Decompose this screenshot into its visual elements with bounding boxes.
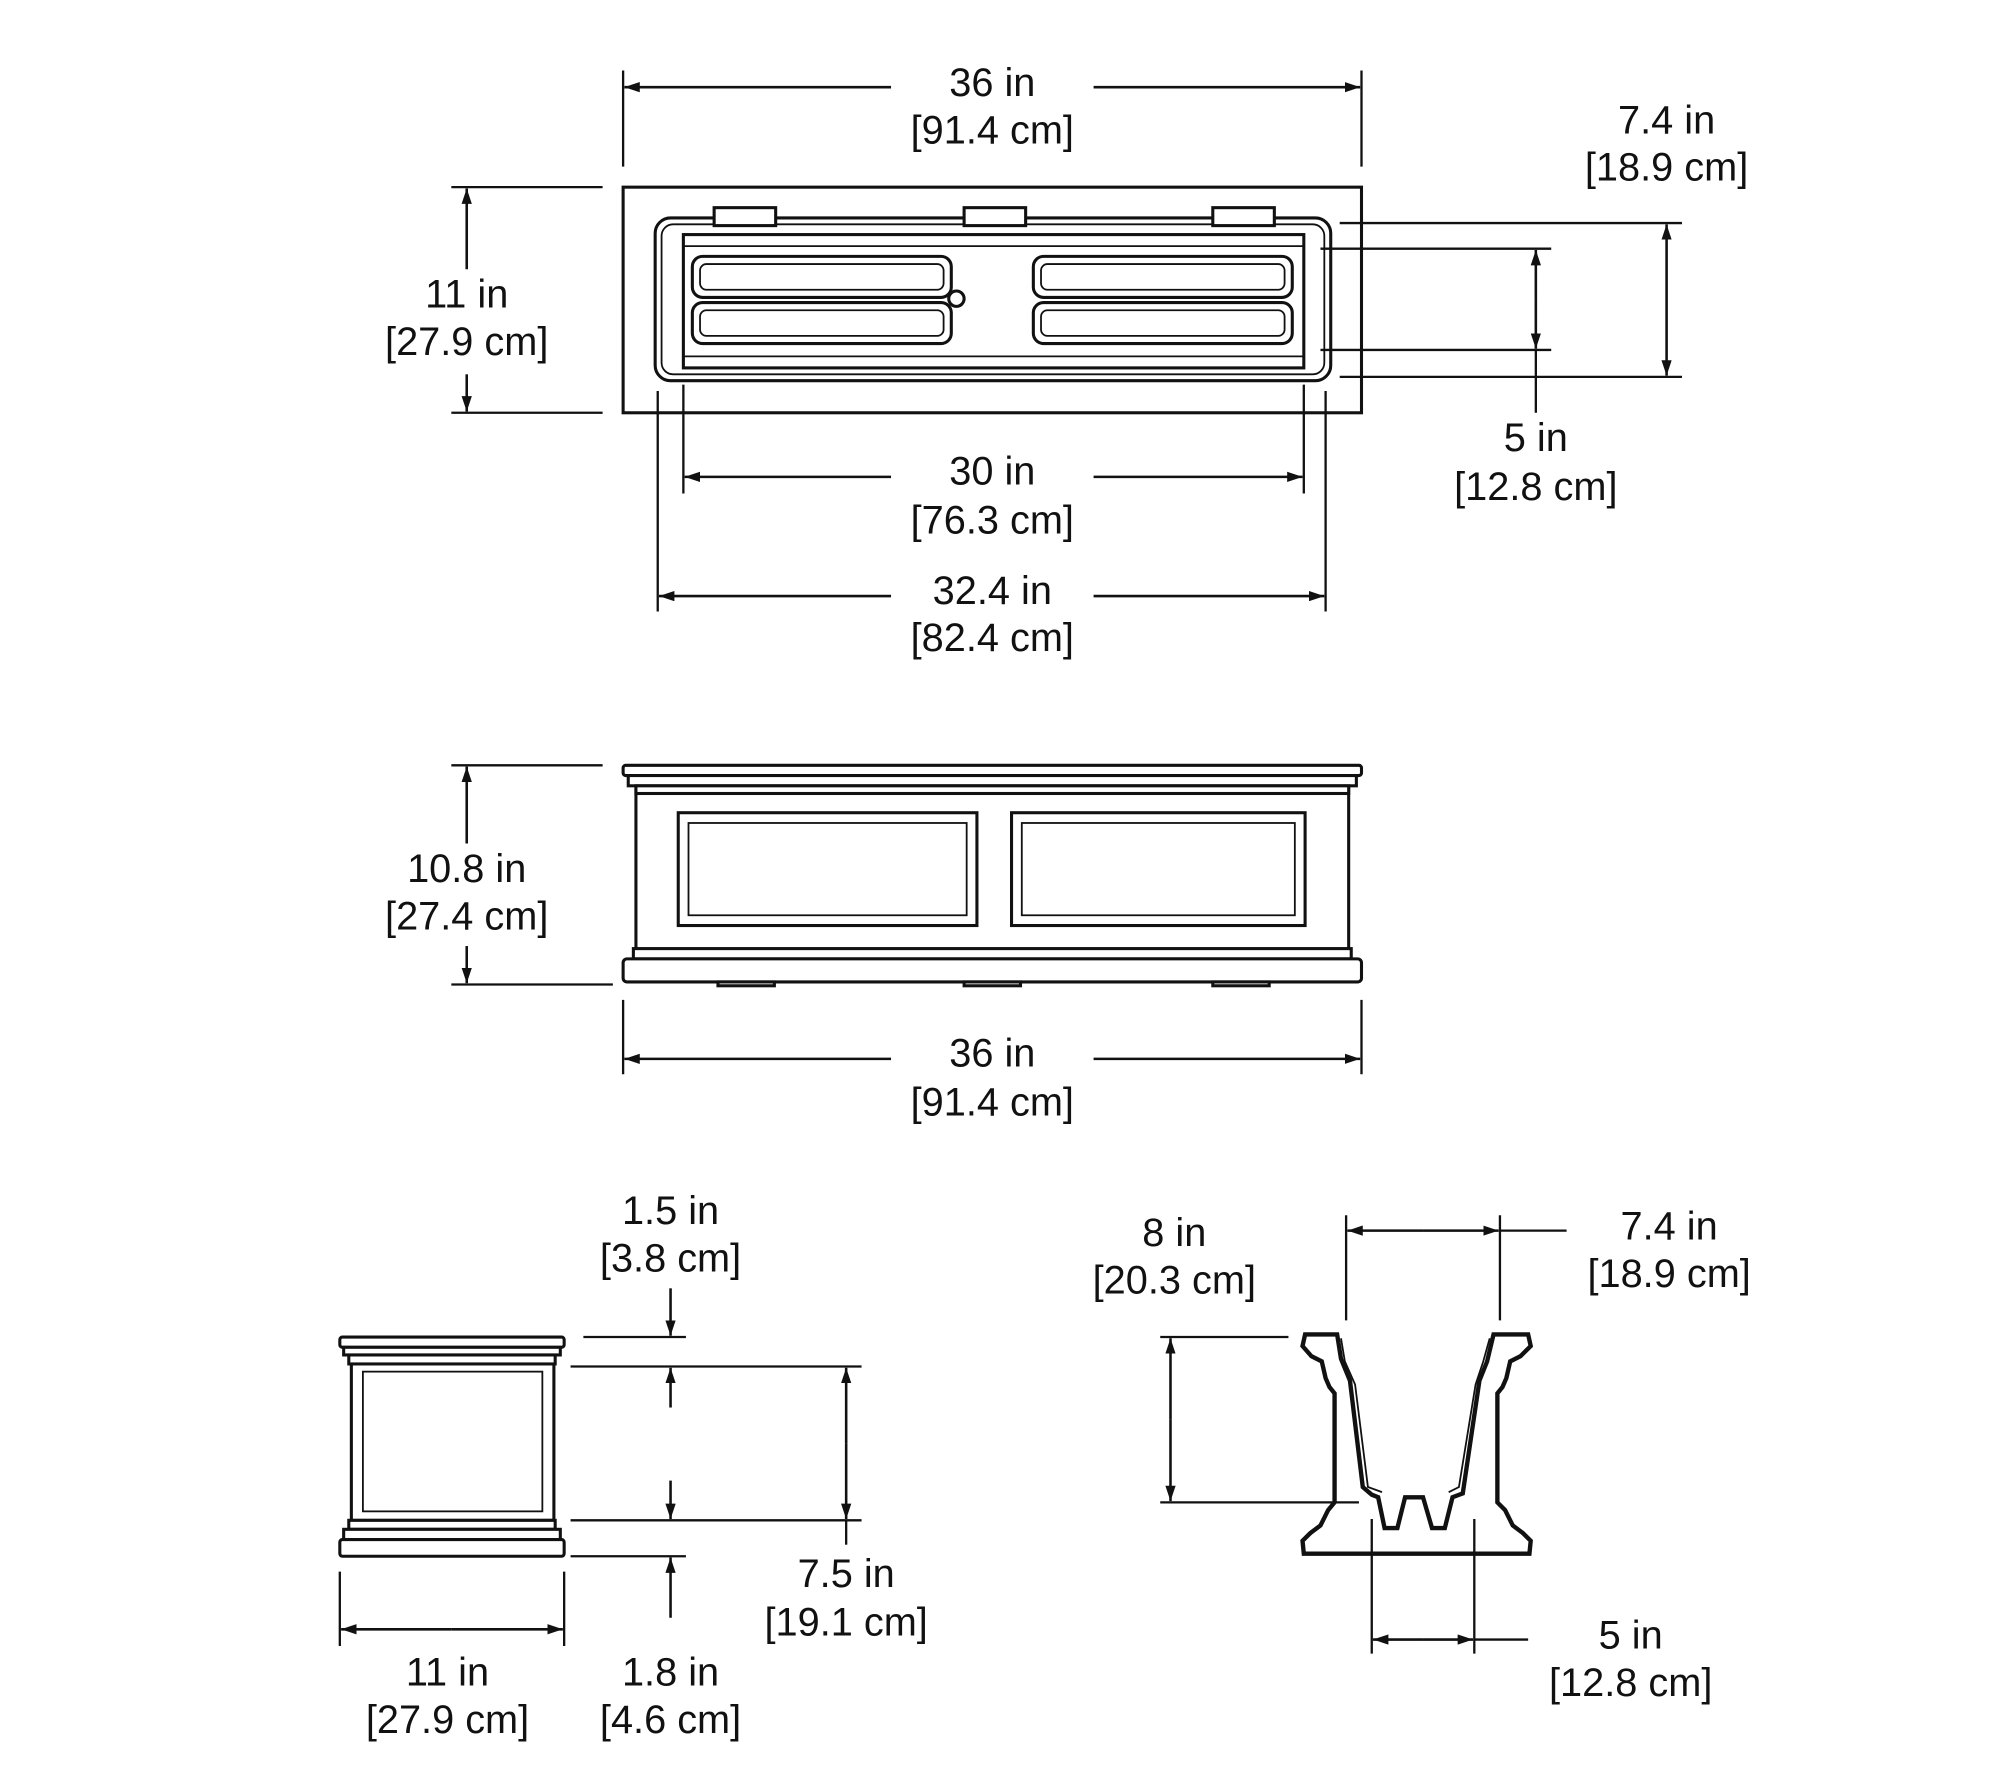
side-base-in: 1.8 in [622,1651,719,1695]
side-top-rim-cm: [3.8 cm] [600,1237,741,1281]
tray-inner-length-cm: [76.3 cm] [911,498,1074,542]
side-view: 11 in [27.9 cm] 1.5 in [3.8 cm] 7.5 in [… [338,1189,928,1742]
section-profile [1300,1332,1534,1556]
overflow-hole-icon [947,289,966,308]
section-bottom-width-in: 5 in [1599,1614,1663,1658]
tray-outer-width-cm: [18.9 cm] [1585,146,1748,190]
top-length-cm: [91.4 cm] [911,109,1074,153]
side-body-height-in: 7.5 in [798,1552,895,1596]
front-height-in: 10.8 in [407,847,526,891]
tray-outer-width-in: 7.4 in [1618,98,1715,142]
side-width-cm: [27.9 cm] [366,1698,529,1742]
front-length-in: 36 in [949,1032,1035,1076]
reservoir-channels [690,254,1294,346]
side-view-planter [338,1335,566,1558]
front-length-cm: [91.4 cm] [911,1080,1074,1124]
tray-tabs [712,206,1276,228]
section-depth-cm: [20.3 cm] [1093,1258,1256,1302]
tray-outer-length-cm: [82.4 cm] [911,616,1074,660]
top-width-in: 11 in [425,273,508,317]
section-top-width-cm: [18.9 cm] [1587,1252,1750,1296]
section-top-width-in: 7.4 in [1621,1205,1718,1249]
tray-outer-length-in: 32.4 in [933,569,1052,613]
side-base-cm: [4.6 cm] [600,1698,741,1742]
top-width-cm: [27.9 cm] [385,320,548,364]
top-view-planter [621,185,1364,415]
front-view: 10.8 in [27.4 cm] 36 in [91.4 cm] [385,763,1364,1124]
section-depth-in: 8 in [1142,1211,1206,1255]
side-width-in: 11 in [406,1651,489,1695]
top-length-in: 36 in [949,61,1035,105]
front-height-cm: [27.4 cm] [385,894,548,938]
tray-inner-width-cm: [12.8 cm] [1454,465,1617,509]
tray-inner-width-in: 5 in [1504,416,1568,460]
top-view: 36 in [91.4 cm] 11 in [27.9 cm] 7.4 in [… [385,61,1748,660]
front-view-planter [621,763,1364,988]
section-bottom-width-cm: [12.8 cm] [1549,1661,1712,1705]
section-view: 8 in [20.3 cm] 7.4 in [18.9 cm] 5 in [12… [1093,1205,1751,1705]
side-body-height-cm: [19.1 cm] [764,1601,927,1645]
tray-inner-length-in: 30 in [949,450,1035,494]
side-top-rim-in: 1.5 in [622,1189,719,1233]
